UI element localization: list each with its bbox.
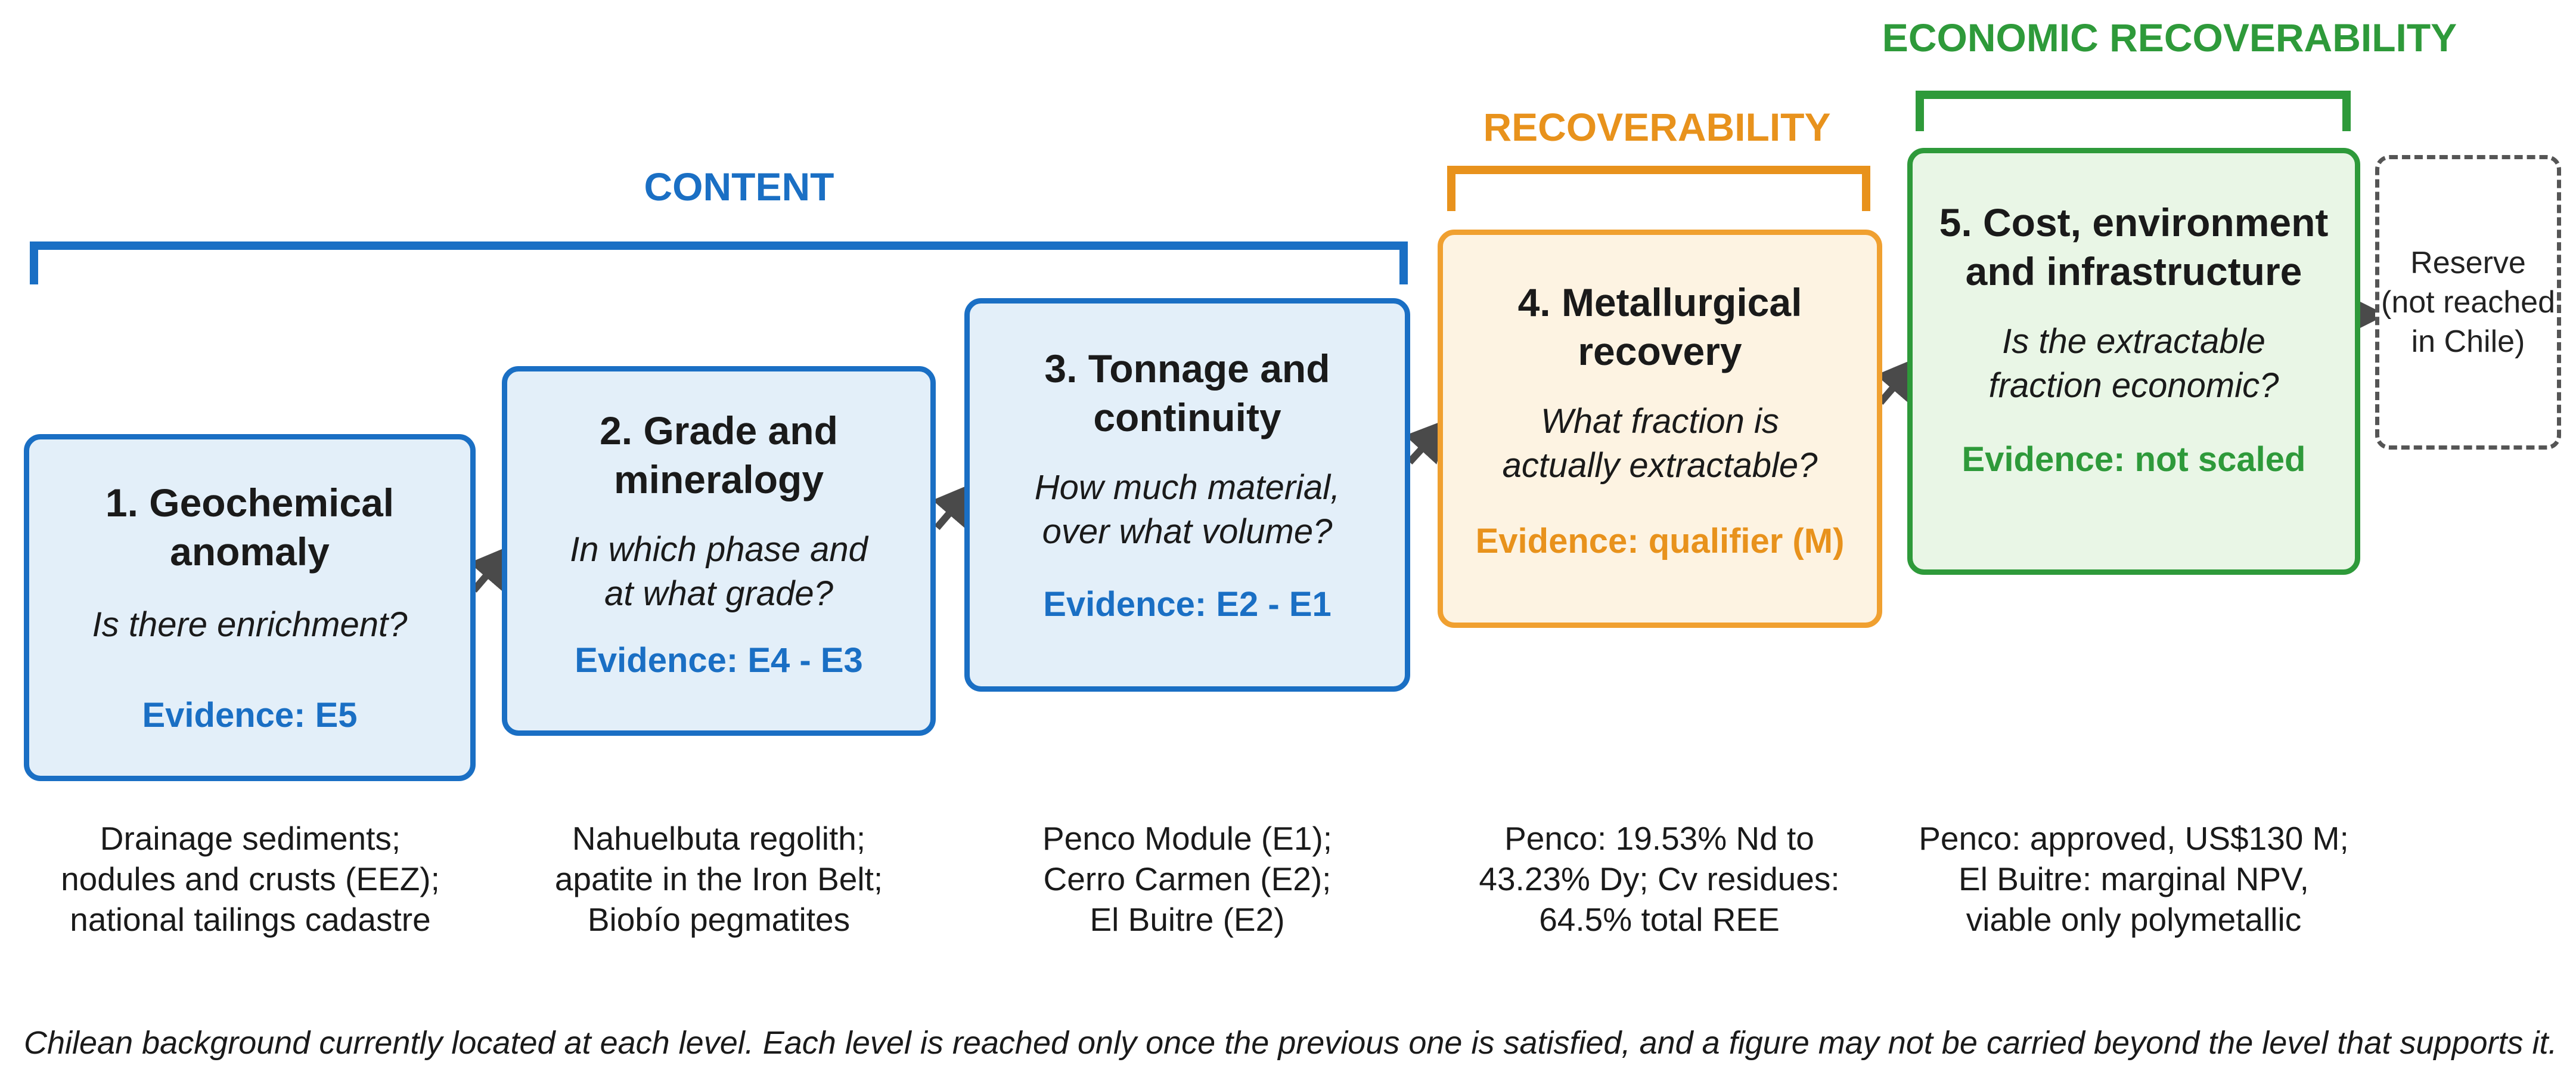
arrow-3-4 [1405,418,1450,465]
stage-4-evidence: Evidence: qualifier (M) [1475,522,1845,561]
stage-1-note: Drainage sediments;nodules and crusts (E… [61,820,440,938]
stage-1-question: Is there enrichment? [92,605,408,644]
stage-2-evidence: Evidence: E4 - E3 [575,641,863,680]
group-label-content: CONTENT [644,165,834,209]
group-label-recoverability: RECOVERABILITY [1483,105,1831,149]
stage-3-note: Penco Module (E1);Cerro Carmen (E2);El B… [1042,820,1333,938]
stage-1-evidence: Evidence: E5 [142,696,358,735]
stage-3-question: How much material,over what volume? [1034,468,1340,551]
group-label-economic: ECONOMIC RECOVERABILITY [1882,16,2457,60]
bracket-content [30,241,1408,284]
arrow-4-5 [1876,356,1920,405]
reserve-line-3: in Chile) [2411,324,2525,359]
arrow-1-2 [469,544,514,593]
stage-2-note: Nahuelbuta regolith;apatite in the Iron … [554,820,883,938]
reserve-line-1: Reserve [2410,246,2526,280]
figure-caption: Chilean background currently located at … [24,1025,2558,1061]
bracket-economic [1916,91,2351,131]
bracket-recoverability [1447,166,1870,211]
arrow-2-3 [932,481,977,530]
stage-3-evidence: Evidence: E2 - E1 [1043,585,1332,624]
reserve-box: Reserve (not reached in Chile) [2375,155,2561,450]
stage-5-evidence: Evidence: not scaled [1962,440,2306,479]
reserve-line-2: (not reached [2381,285,2555,320]
stage-5-note: Penco: approved, US$130 M;El Buitre: mar… [1919,820,2349,938]
